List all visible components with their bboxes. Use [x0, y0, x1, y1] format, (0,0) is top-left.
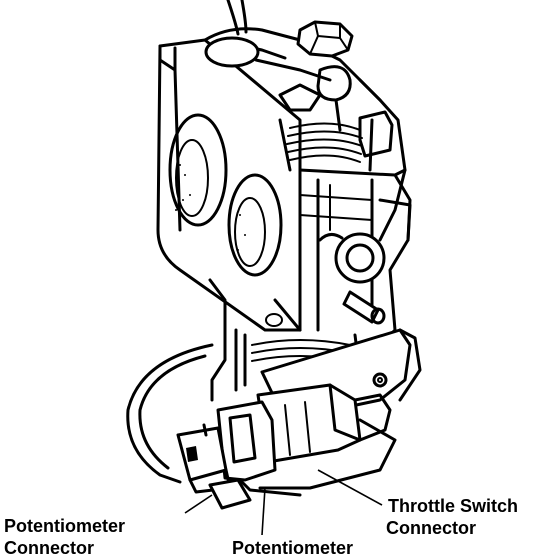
throttle-shaft-nut — [296, 20, 354, 58]
throttle-switch-connector-body — [256, 383, 392, 464]
label-potentiometer: Potentiometer — [232, 538, 353, 558]
throttle-body-flange — [156, 38, 302, 332]
label-potentiometer-connector-line2: Connector — [4, 538, 94, 558]
air-nipple — [342, 290, 380, 324]
potentiometer-connector-body — [176, 400, 277, 510]
leader-potentiometer-connector — [184, 494, 213, 514]
throttle-linkage — [203, 20, 407, 242]
throttle-bore-primary — [168, 113, 228, 227]
leader-throttle-switch-connector — [317, 469, 383, 506]
return-spring-upper — [286, 122, 363, 163]
vacuum-port — [334, 232, 386, 284]
throttle-body-housing — [298, 168, 412, 347]
throttle-bore-secondary — [227, 173, 283, 277]
label-throttle-switch-line2: Connector — [386, 518, 476, 538]
throttle-cable — [226, 0, 240, 36]
label-throttle-switch-line1: Throttle Switch — [388, 496, 518, 516]
potentiometer-cable — [126, 343, 214, 484]
label-potentiometer-connector-line1: Potentiometer — [4, 516, 125, 536]
leader-potentiometer — [261, 487, 266, 536]
